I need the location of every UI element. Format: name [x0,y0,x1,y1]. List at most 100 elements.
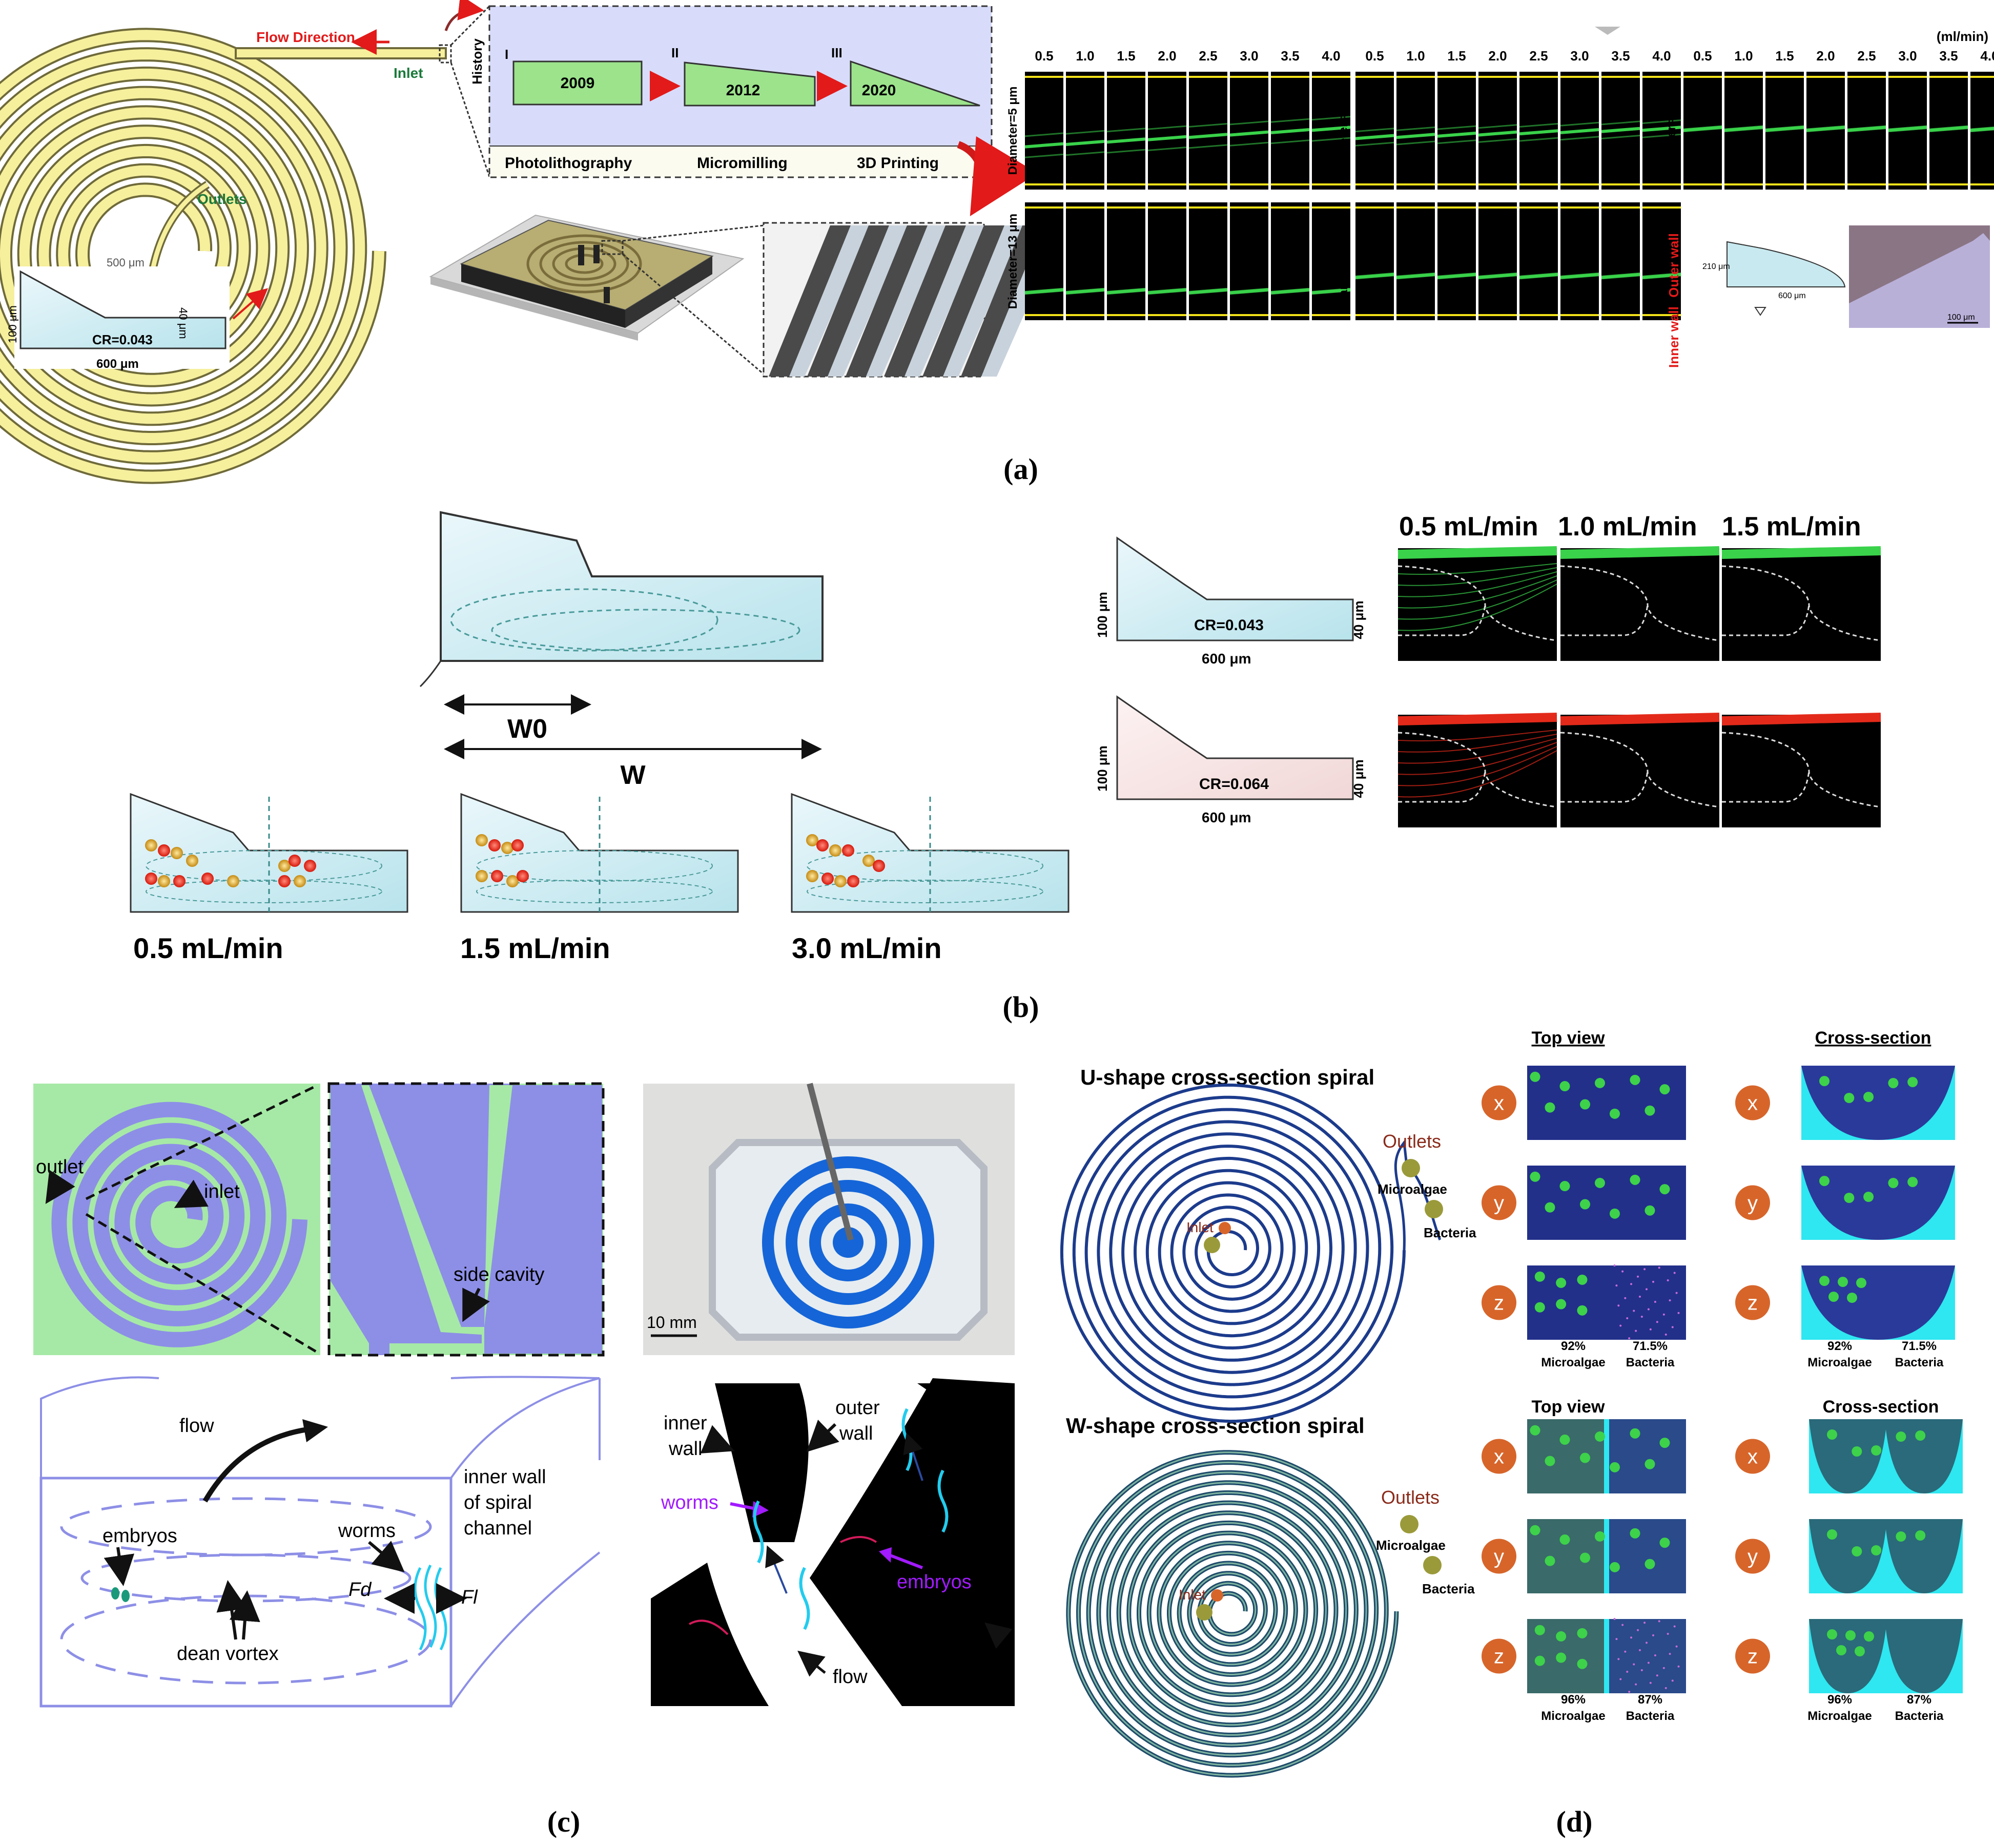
bacteria-pct: 71.5% [1902,1339,1937,1353]
micrograph-frame [1398,548,1557,661]
bacteria-cell [1640,1316,1643,1318]
bacteria-cell [1664,1333,1667,1336]
marker-x [1211,1589,1223,1602]
printed-ridge [846,225,928,377]
bacteria-cell [1633,1663,1635,1666]
svg-text:flow: flow [179,1415,214,1437]
bacteria-pct: 87% [1907,1693,1931,1707]
svg-text:40 μm: 40 μm [1351,600,1366,639]
bacteria-cell [1658,1266,1660,1269]
microalgae-cell [1530,1525,1540,1535]
bacteria-cell [1638,1295,1641,1298]
img-flowrate-2: 1.5 mL/min [1722,512,1861,542]
particle-bead [476,834,488,846]
particle-streak [1311,288,1351,295]
svg-text:embryos: embryos [897,1571,972,1593]
microalgae-cell [1579,1099,1590,1110]
separation-micrographs [1397,546,1881,827]
svg-text:II: II [671,45,679,60]
micrograph-frame [1560,715,1719,827]
w-shape-spiral [1066,1450,1399,1778]
particle-bead [158,844,170,857]
streak-frame [1189,202,1227,320]
streak-frame [1437,202,1476,320]
particle-streak [1188,144,1228,149]
microalgae-cell [1845,1630,1856,1641]
particle-streak [1478,130,1517,137]
svg-text:flow: flow [958,1635,993,1657]
flow-rate-tick: 2.0 [1158,48,1176,64]
particle-streak [1888,126,1927,132]
svg-text:worms: worms [661,1492,718,1513]
microalgae-cell [1577,1628,1588,1638]
3d-printed-chip [429,214,745,341]
cross-section-inset-a: 100 μm 40 μm CR=0.043 600 μm 500 μm [6,256,269,371]
bead-cross-section [130,793,408,913]
microalgae-cell [1659,1438,1670,1448]
inlet-label: Inlet [394,65,423,81]
microalgae-cell [1827,1429,1837,1440]
particle-bead [842,844,854,857]
particle-streak [1188,288,1228,295]
vortex-path [476,880,713,903]
microalgae-cell [1594,1177,1605,1188]
particle-bead [806,870,818,882]
vortex-schematic: flow inner wall of spiral channel embryo… [39,1376,601,1708]
microalgae-cell [1819,1176,1829,1186]
particle-bead [847,875,859,887]
flowrate-label-0: 0.5 mL/min [133,932,283,964]
particle-streak [1601,127,1640,133]
design-spiral-channel [51,1102,307,1347]
bacteria-cell [1617,1658,1620,1660]
streak-frame [1312,202,1350,320]
bacteria-cell [1643,1622,1646,1624]
particle-streak [1355,275,1394,280]
particle-streak [1396,275,1435,280]
particle-bead [304,860,316,872]
particle-streak [1888,128,1927,133]
position-marker [1735,1085,1770,1120]
diameter-label: Diameter=10 μm [1664,83,1678,178]
microalgae-stat-label: Microalgae [1807,1709,1872,1723]
microalgae-cell [1907,1177,1918,1187]
streak-frame [1066,202,1104,320]
svg-text:600 μm: 600 μm [1202,809,1251,825]
vortex-path [146,850,382,882]
bacteria-cell [1658,1620,1660,1623]
svg-text:3D Printing: 3D Printing [857,155,939,172]
flow-rate-tick: 0.5 [1693,48,1712,64]
particle-streak [1024,132,1064,137]
panel-a: Flow Direction Inlet Outlets 100 μm 40 μ… [0,0,1994,486]
flow-rate-tick: 2.0 [1488,48,1507,64]
bacteria-cell [1643,1268,1646,1271]
bacteria-cell [1649,1328,1652,1331]
particle-streak [1270,128,1310,134]
bacteria-cell [1630,1636,1633,1639]
particle-streak [1396,133,1435,139]
svg-text:CR=0.064: CR=0.064 [1199,776,1269,793]
particle-streak [1311,137,1351,142]
particle-streak [1106,149,1146,154]
streak-frame [1107,202,1145,320]
diameter-label: Diameter=5 μm [1006,87,1020,175]
particle-streak [1270,118,1310,123]
bacteria-cell [1617,1304,1620,1307]
position-marker-letter: z [1494,1646,1504,1668]
particle-streak [1270,139,1310,144]
microalgae-cell [1579,1552,1590,1563]
microalgae-cell [1545,1202,1555,1213]
svg-text:210 μm: 210 μm [1702,262,1730,271]
svg-text:dean vortex: dean vortex [177,1643,279,1665]
streak-frame [1230,202,1268,320]
svg-text:Micromilling: Micromilling [697,155,788,172]
printed-ridge-highlight [905,225,986,377]
particle-streak [1147,288,1187,295]
flow-rate-tick: 3.0 [1898,48,1917,64]
svg-text:100 μm: 100 μm [1947,313,1975,322]
svg-text:600 μm: 600 μm [1202,651,1251,667]
microalgae-cell [1659,1184,1670,1195]
particle-streak [1396,140,1435,146]
particle-streak [1560,275,1599,280]
streak-frame [1478,72,1517,190]
channel-boundary [1560,565,1720,641]
